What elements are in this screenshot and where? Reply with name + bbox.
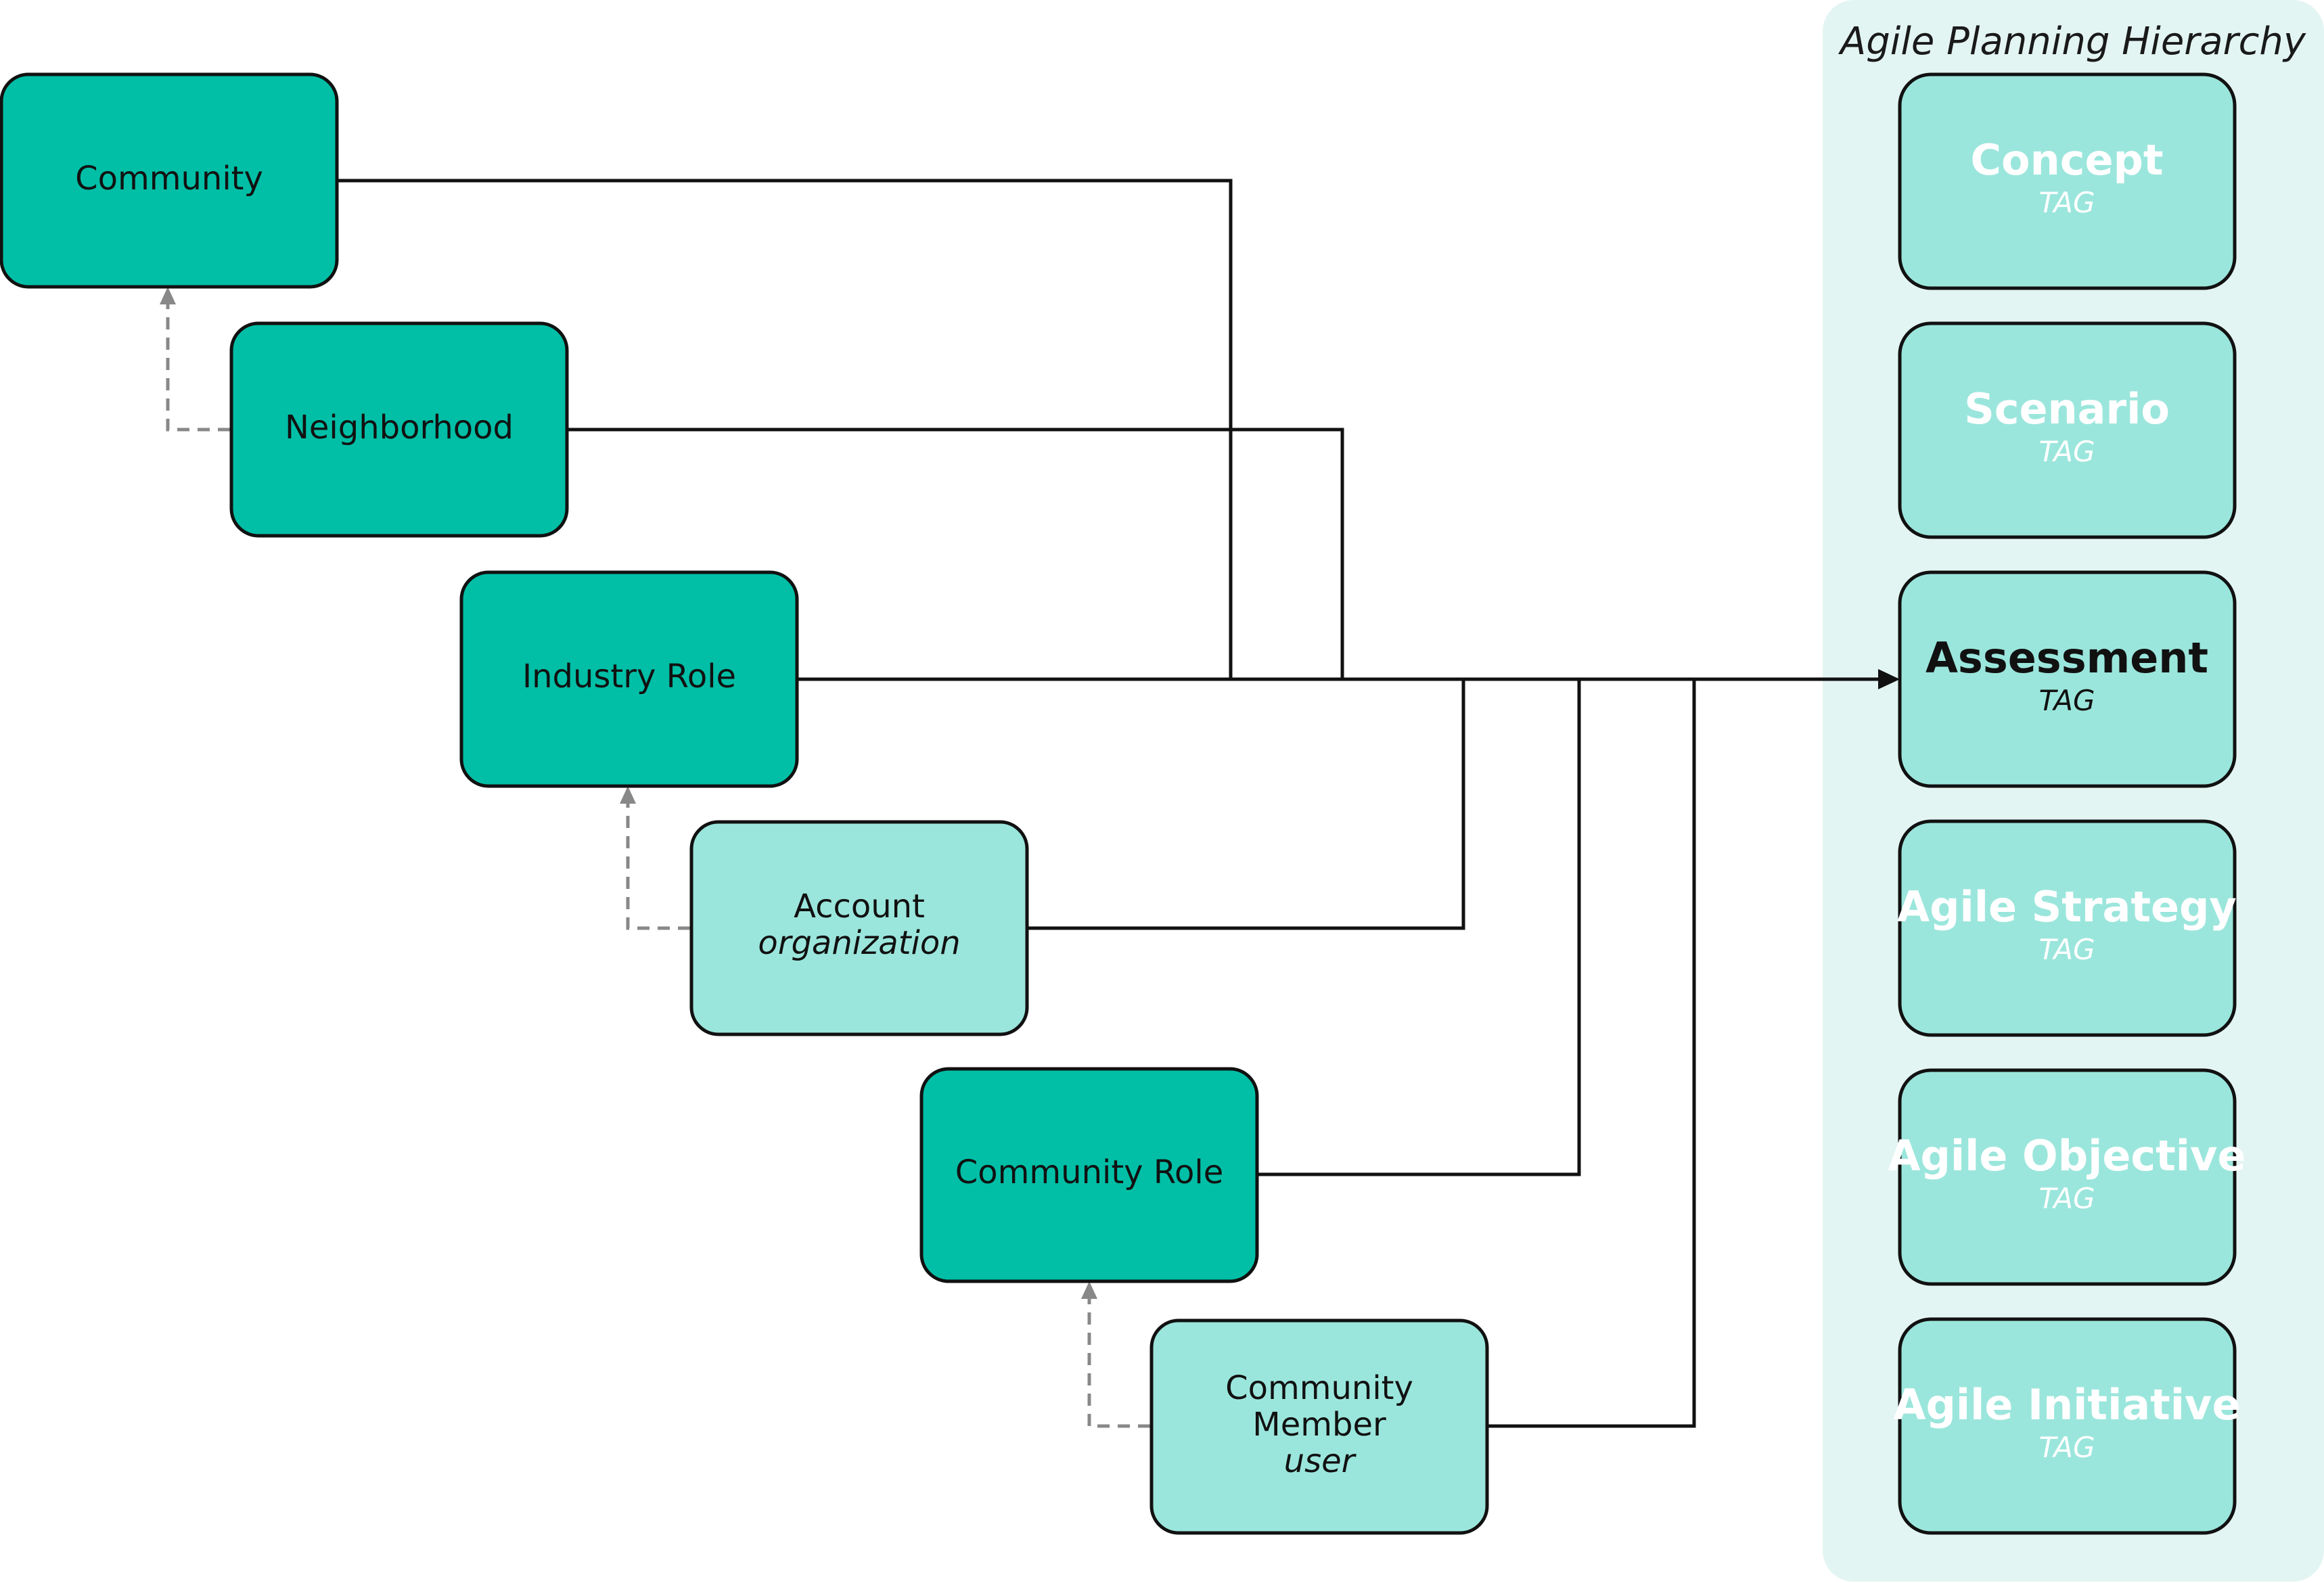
level-agile-objective[interactable]: Agile Objective TAG	[1888, 1068, 2246, 1286]
level-concept[interactable]: Concept TAG	[1898, 72, 2237, 290]
node-industry-role-label: Industry Role	[522, 658, 736, 695]
inheritance-neighborhood-to-community	[166, 304, 230, 432]
level-agile-strategy[interactable]: Agile Strategy TAG	[1897, 819, 2237, 1037]
connector-account	[1027, 679, 1465, 930]
level-concept-tag: TAG	[2038, 186, 2095, 219]
node-account-box	[689, 820, 1029, 1036]
node-community-member-label-line1: Community	[1225, 1369, 1413, 1407]
node-community-label: Community	[75, 160, 263, 198]
node-community-member-box	[1149, 1318, 1489, 1535]
connector-community-member	[1487, 679, 1696, 1428]
node-neighborhood-box	[229, 321, 569, 538]
node-community-role-box	[919, 1067, 1259, 1283]
node-community-box	[0, 72, 339, 289]
node-account-label: Account	[794, 888, 925, 925]
level-agile-initiative-box	[1898, 1317, 2237, 1535]
level-concept-title: Concept	[1970, 135, 2163, 185]
node-community-member-label-line2: Member	[1252, 1406, 1386, 1444]
connector-neighborhood	[567, 428, 1344, 679]
arrowhead-to-assessment-icon	[1878, 669, 1900, 689]
node-community-role[interactable]: Community Role	[919, 1067, 1259, 1283]
connector-community	[337, 179, 1233, 679]
level-concept-box	[1898, 72, 2237, 290]
level-assessment-title: Assessment	[1926, 633, 2208, 683]
level-agile-initiative-title: Agile Initiative	[1893, 1380, 2240, 1429]
node-account-sublabel: organization	[758, 924, 960, 962]
level-agile-initiative-tag: TAG	[2038, 1431, 2095, 1464]
node-neighborhood[interactable]: Neighborhood	[229, 321, 569, 538]
inheritance-arrows	[160, 287, 1150, 1428]
level-scenario-title: Scenario	[1964, 384, 2170, 434]
arrowhead-community-icon	[160, 287, 176, 304]
arrowhead-industry-role-icon	[620, 786, 636, 804]
panel-title: Agile Planning Hierarchy	[1838, 20, 2306, 64]
node-community[interactable]: Community	[0, 72, 339, 289]
node-community-member-sublabel: user	[1284, 1442, 1357, 1480]
node-industry-role-box	[459, 570, 799, 788]
level-scenario-tag: TAG	[2038, 435, 2095, 468]
arrowhead-community-role-icon	[1081, 1281, 1097, 1299]
inheritance-member-to-community-role	[1087, 1299, 1150, 1428]
level-agile-initiative[interactable]: Agile Initiative TAG	[1893, 1317, 2241, 1535]
level-agile-strategy-tag: TAG	[2038, 933, 2095, 966]
level-agile-objective-tag: TAG	[2038, 1182, 2095, 1215]
connector-community-role	[1257, 679, 1581, 1176]
level-agile-objective-box	[1898, 1068, 2237, 1286]
level-assessment[interactable]: Assessment TAG	[1898, 570, 2237, 788]
node-account[interactable]: Account organization	[689, 820, 1029, 1036]
level-assessment-tag: TAG	[2038, 684, 2095, 717]
level-agile-strategy-box	[1898, 819, 2237, 1037]
inheritance-account-to-industry-role	[626, 804, 690, 930]
node-community-member[interactable]: Community Member user	[1149, 1318, 1489, 1535]
level-agile-objective-title: Agile Objective	[1888, 1131, 2246, 1180]
level-assessment-box	[1898, 570, 2237, 788]
level-scenario-box	[1898, 321, 2237, 539]
node-community-role-label: Community Role	[955, 1153, 1224, 1191]
level-agile-strategy-title: Agile Strategy	[1897, 882, 2237, 932]
level-scenario[interactable]: Scenario TAG	[1898, 321, 2237, 539]
node-neighborhood-label: Neighborhood	[285, 409, 514, 446]
node-industry-role[interactable]: Industry Role	[459, 570, 799, 788]
connector-lines	[337, 179, 1900, 1428]
